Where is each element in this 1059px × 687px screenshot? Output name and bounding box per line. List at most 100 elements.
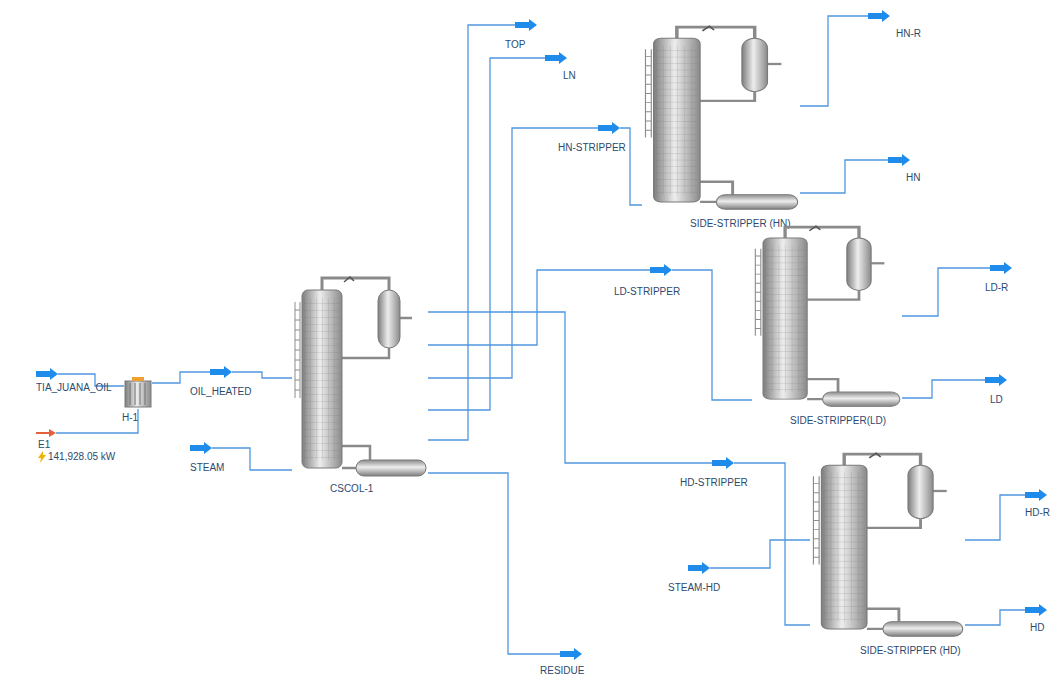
stream-line <box>965 610 1025 625</box>
unit-icon <box>888 154 910 166</box>
unit-icon <box>868 10 890 22</box>
stream-line <box>800 160 888 193</box>
stream-line <box>152 372 210 383</box>
material-stream: HD-STRIPPER <box>712 457 734 469</box>
material-stream: HN-R <box>868 10 890 22</box>
stream-label: HD <box>1030 622 1044 634</box>
unit-icon <box>598 122 620 134</box>
unit-icon <box>990 262 1012 274</box>
stream-arrow <box>598 122 620 134</box>
stream-label: OIL_HEATED <box>190 386 252 398</box>
unit-label: SIDE-STRIPPER (HD) <box>860 645 961 657</box>
unit-label: H-1 <box>122 412 138 424</box>
unit-icon <box>642 18 800 213</box>
stream-line <box>428 312 712 463</box>
unit-icon <box>124 377 152 409</box>
stream-label: HD-STRIPPER <box>680 477 748 489</box>
unit-icon <box>688 562 710 574</box>
stream-arrow <box>515 19 537 31</box>
material-stream: LD-R <box>990 262 1012 274</box>
stream-arrow <box>1025 489 1047 501</box>
unit-icon <box>560 648 582 660</box>
stream-arrow <box>985 374 1007 386</box>
stream-arrow <box>36 368 58 380</box>
stream-line <box>232 372 292 378</box>
material-stream: STEAM <box>190 442 212 454</box>
material-stream: HD <box>1025 604 1047 616</box>
material-stream: HN <box>888 154 910 166</box>
stream-label: LN <box>563 70 576 82</box>
unit-icon <box>1025 604 1047 616</box>
stream-line <box>428 128 598 378</box>
stream-label: LD-STRIPPER <box>614 286 680 298</box>
stream-line <box>428 473 560 654</box>
stream-arrow <box>545 52 567 64</box>
duty-value: 141,928.05 kW <box>48 451 115 463</box>
unit-icon <box>650 264 672 276</box>
material-stream: TIA_JUANA_OIL <box>36 368 58 380</box>
stream-line <box>620 128 642 205</box>
stream-line <box>800 16 868 106</box>
unit-label: SIDE-STRIPPER(LD) <box>790 415 886 427</box>
material-stream: LD-STRIPPER <box>650 264 672 276</box>
unit-label: SIDE-STRIPPER (HN) <box>690 218 791 230</box>
unit-icon <box>985 374 1007 386</box>
stream-label: RESIDUE <box>540 665 584 677</box>
stream-line <box>710 540 810 568</box>
stream-label: HN-R <box>896 28 921 40</box>
material-stream: OIL_HEATED <box>210 366 232 378</box>
distillation-column: SIDE-STRIPPER (HN) <box>642 18 800 213</box>
unit-icon <box>36 368 58 380</box>
unit-icon <box>36 428 56 438</box>
material-stream: STEAM-HD <box>688 562 710 574</box>
stream-arrow <box>650 264 672 276</box>
stream-label: LD <box>990 394 1003 406</box>
unit-label: CSCOL-1 <box>330 483 373 495</box>
stream-label: HN-STRIPPER <box>558 142 626 154</box>
stream-arrow <box>888 154 910 166</box>
stream-label: TIA_JUANA_OIL <box>36 382 112 394</box>
stream-arrow <box>868 10 890 22</box>
material-stream: LN <box>545 52 567 64</box>
material-stream: LD <box>985 374 1007 386</box>
stream-arrow <box>210 366 232 378</box>
stream-label: STEAM-HD <box>668 582 720 594</box>
distillation-column: SIDE-STRIPPER(LD) <box>752 218 902 410</box>
stream-line <box>56 409 138 433</box>
stream-arrow <box>990 262 1012 274</box>
stream-label: E1 <box>38 439 50 451</box>
stream-arrow <box>190 442 212 454</box>
unit-icon <box>292 268 428 480</box>
heater: H-1 <box>124 377 152 409</box>
stream-line <box>902 380 985 398</box>
stream-label: TOP <box>505 39 525 51</box>
material-stream: HD-R <box>1025 489 1047 501</box>
stream-label: LD-R <box>985 282 1008 294</box>
stream-line <box>428 270 650 345</box>
stream-line <box>902 268 990 316</box>
stream-label: HD-R <box>1025 507 1050 519</box>
material-stream: HN-STRIPPER <box>598 122 620 134</box>
stream-line <box>672 270 752 400</box>
stream-arrow <box>560 648 582 660</box>
stream-line <box>428 58 545 410</box>
energy-icon <box>38 451 46 463</box>
unit-icon <box>712 457 734 469</box>
stream-label: HN <box>906 172 920 184</box>
unit-icon <box>1025 489 1047 501</box>
distillation-column: SIDE-STRIPPER (HD) <box>810 445 965 640</box>
material-stream: RESIDUE <box>560 648 582 660</box>
stream-label: STEAM <box>190 462 224 474</box>
unit-icon <box>190 442 212 454</box>
unit-icon <box>810 445 965 640</box>
energy-arrow <box>36 429 56 437</box>
unit-icon <box>515 19 537 31</box>
stream-arrow <box>1025 604 1047 616</box>
unit-icon <box>545 52 567 64</box>
material-stream: TOP <box>515 19 537 31</box>
distillation-column: CSCOL-1 <box>292 268 428 480</box>
stream-arrow <box>688 562 710 574</box>
unit-icon <box>752 218 902 410</box>
stream-line <box>965 495 1025 540</box>
